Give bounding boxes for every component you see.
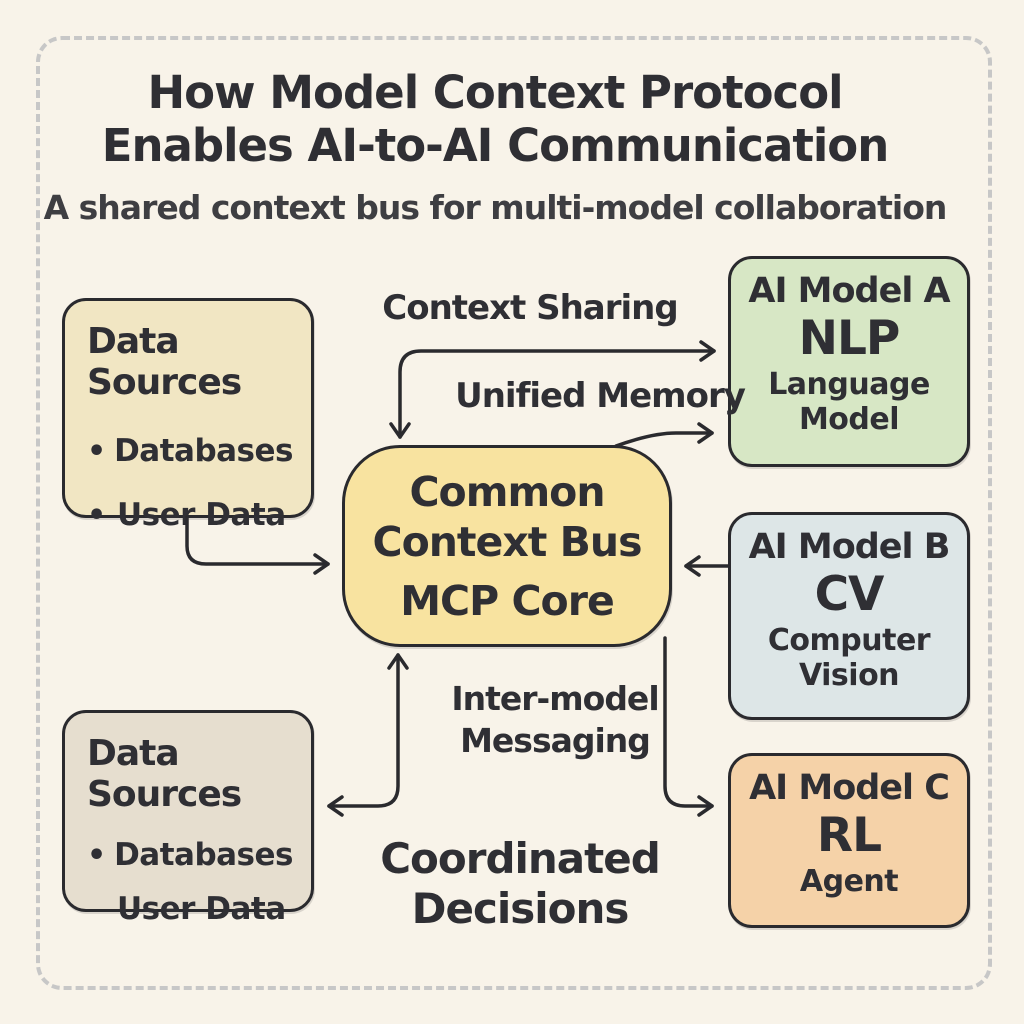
list-item-label: Databases [114,837,293,873]
diagram-title-line2: Enables AI-to-AI Communication [101,119,889,172]
mcp-core-line2: Context Bus [372,517,642,566]
model-c-abbr: RL [816,808,882,863]
edge-label-coordinated-line1: Coordinated [380,834,661,883]
model-a-abbr: NLP [798,311,901,366]
connector-mcp-to-datasources-bottom [327,653,409,817]
model-a-desc-line2: Model [798,402,900,437]
mcp-core-line1: Common [409,467,605,516]
mcp-core-line3: MCP Core [400,576,614,625]
node-ai-model-a: AI Model A NLP Language Model [728,256,970,467]
edge-label-inter-model-line1: Inter-model [451,679,659,718]
edge-label-coordinated-decisions: Coordinated Decisions [340,834,700,934]
list-item: • Databases [87,837,293,873]
bullet-icon: • [87,433,106,469]
list-item-label: Databases [114,433,293,469]
edge-label-inter-model-line2: Messaging [460,721,651,760]
node-data-sources-top: Data Sources • Databases • User Data [62,298,314,533]
list-item: • Databases [87,433,293,469]
list-item: • User Data [87,497,293,533]
diagram-title-line1: How Model Context Protocol [147,66,843,119]
bullet-icon: • [87,497,106,533]
model-c-title: AI Model C [749,768,950,808]
model-b-desc-line1: Computer [767,623,931,658]
edge-label-coordinated-line2: Decisions [411,884,630,933]
node-mcp-core: Common Context Bus MCP Core [342,445,672,647]
list-item: User Data [87,891,293,927]
node-ai-model-b: AI Model B CV Computer Vision [728,512,970,720]
data-sources-top-title: Data Sources [87,321,242,403]
list-item-label: User Data [117,497,286,533]
data-sources-bottom-title: Data Sources [87,733,242,815]
node-ai-model-c: AI Model C RL Agent [728,753,970,928]
model-a-desc-line1: Language [768,367,930,402]
model-b-desc-line2: Vision [798,658,900,693]
node-data-sources-bottom: Data Sources • Databases User Data [62,710,314,927]
diagram-subtitle: A shared context bus for multi-model col… [43,188,948,227]
connector-unified-memory-mcp-to-model-a [614,422,714,448]
header: How Model Context Protocol Enables AI-to… [0,66,990,227]
edge-label-unified-memory: Unified Memory [455,376,746,416]
model-c-desc-line1: Agent [799,864,899,899]
model-b-abbr: CV [814,567,885,622]
edge-label-context-sharing: Context Sharing [382,288,678,328]
list-item-label: User Data [117,891,286,927]
model-a-title: AI Model A [748,271,950,311]
bullet-icon: • [87,837,106,873]
edge-label-inter-model-messaging: Inter-model Messaging [420,678,690,762]
model-b-title: AI Model B [748,527,951,567]
